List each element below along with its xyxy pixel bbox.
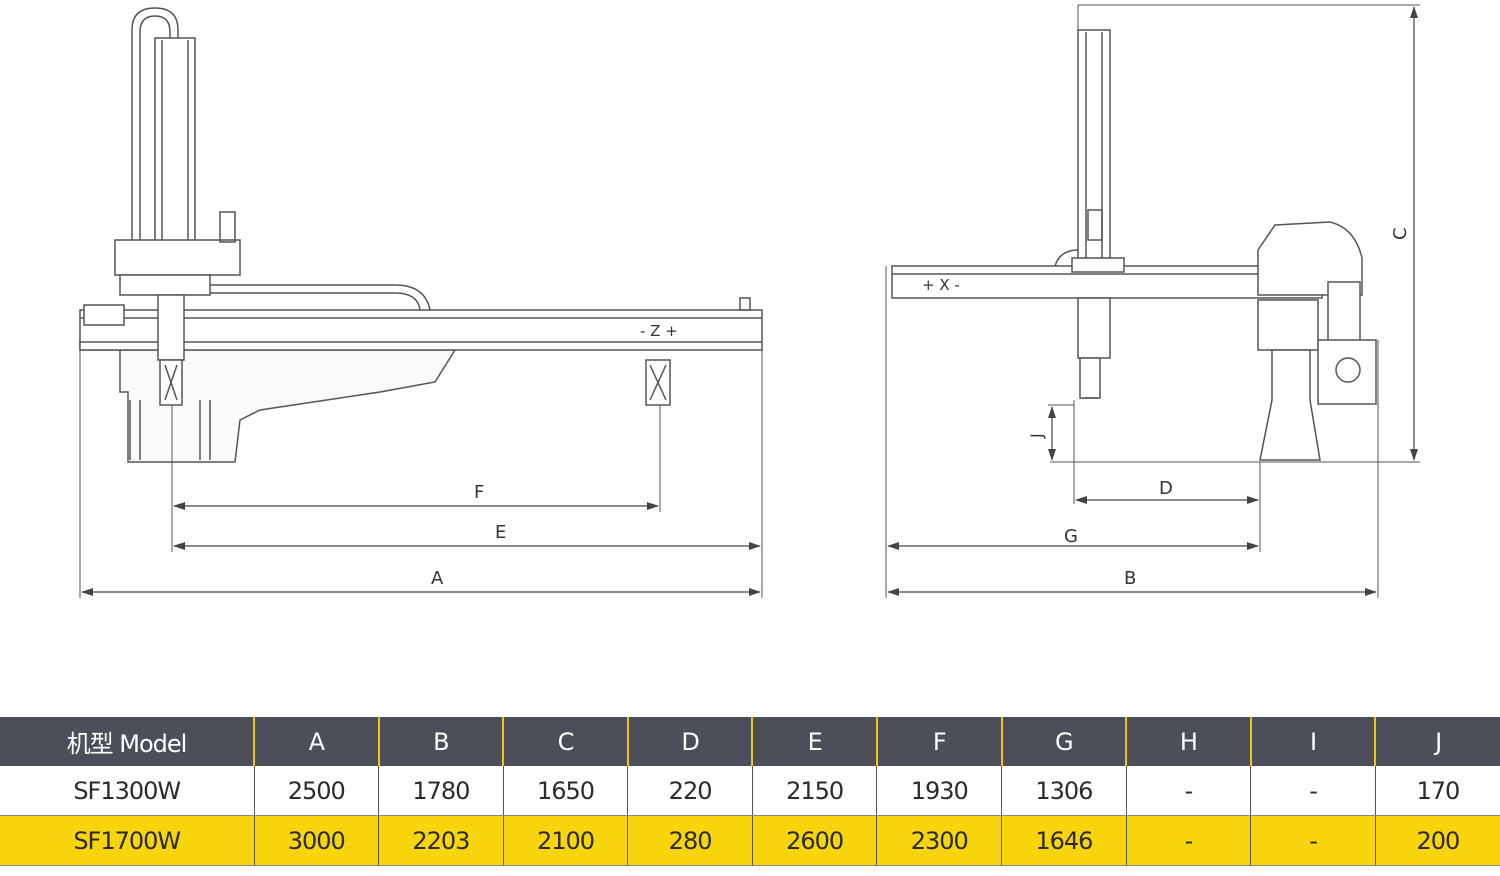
dimension-lines-right [887, 6, 1418, 596]
dim-label-j: J [1027, 433, 1046, 439]
table-cell: 3000 [253, 815, 379, 866]
pedestal-x [1259, 349, 1321, 461]
header-j: J [1374, 717, 1500, 766]
dimension-lines-left [81, 502, 761, 596]
table-cell: 170 [1374, 766, 1500, 816]
header-e: E [751, 717, 877, 766]
header-c: C [502, 717, 628, 766]
table-cell: 280 [627, 815, 753, 866]
dim-label-c: C [1390, 227, 1411, 240]
header-b: B [377, 717, 504, 766]
spec-table: 机型 Model A B C D E F G H I J SF1300W 250… [0, 717, 1500, 866]
table-cell: 1646 [1001, 815, 1127, 866]
base-pedestal [79, 339, 457, 463]
header-d: D [626, 717, 753, 766]
table-cell: - [1250, 766, 1376, 816]
table-cell: 1930 [876, 766, 1002, 816]
z-axis-label: - Z + [640, 322, 678, 340]
table-cell: - [1250, 815, 1376, 866]
table-cell: 1306 [1001, 766, 1127, 816]
header-h: H [1125, 717, 1251, 766]
z-beam [79, 309, 763, 351]
table-cell: 1650 [502, 766, 628, 816]
table-row: SF1300W 2500 1780 1650 220 2150 1930 130… [0, 766, 1500, 816]
side-view-z [79, 7, 763, 598]
header-f: F [875, 717, 1002, 766]
dim-label-b: B [1124, 568, 1136, 589]
x-axis-label: + X - [922, 276, 960, 294]
dim-label-e: E [495, 522, 506, 543]
dim-label-a: A [431, 568, 444, 589]
table-cell: 220 [627, 766, 753, 816]
vertical-arm-x [1077, 29, 1111, 263]
dim-label-d: D [1159, 478, 1173, 499]
table-cell: 2100 [502, 815, 628, 866]
side-view-x [885, 4, 1420, 598]
table-cell: - [1125, 815, 1251, 866]
header-model: 机型 Model [0, 717, 254, 766]
table-header-row: 机型 Model A B C D E F G H I J [0, 717, 1500, 766]
technical-drawing: - Z + F E A [79, 4, 1420, 598]
dim-label-f: F [474, 482, 484, 503]
table-cell: 2600 [751, 815, 877, 866]
table-cell: 2500 [253, 766, 379, 816]
vertical-arm [131, 7, 179, 285]
table-cell: 2150 [751, 766, 877, 816]
table-row-highlighted: SF1700W 3000 2203 2100 280 2600 2300 164… [0, 815, 1500, 866]
table-cell: 2203 [378, 815, 504, 866]
table-cell: SF1700W [0, 815, 254, 866]
table-cell: 1780 [378, 766, 504, 816]
table-cell: SF1300W [0, 766, 254, 816]
table-cell: - [1125, 766, 1251, 816]
header-i: I [1249, 717, 1376, 766]
dim-label-g: G [1064, 526, 1078, 547]
table-cell: 200 [1374, 815, 1500, 866]
header-g: G [1000, 717, 1127, 766]
motor-housing [1257, 221, 1363, 296]
control-box [1317, 339, 1377, 405]
table-cell: 2300 [876, 815, 1002, 866]
header-a: A [253, 717, 379, 766]
